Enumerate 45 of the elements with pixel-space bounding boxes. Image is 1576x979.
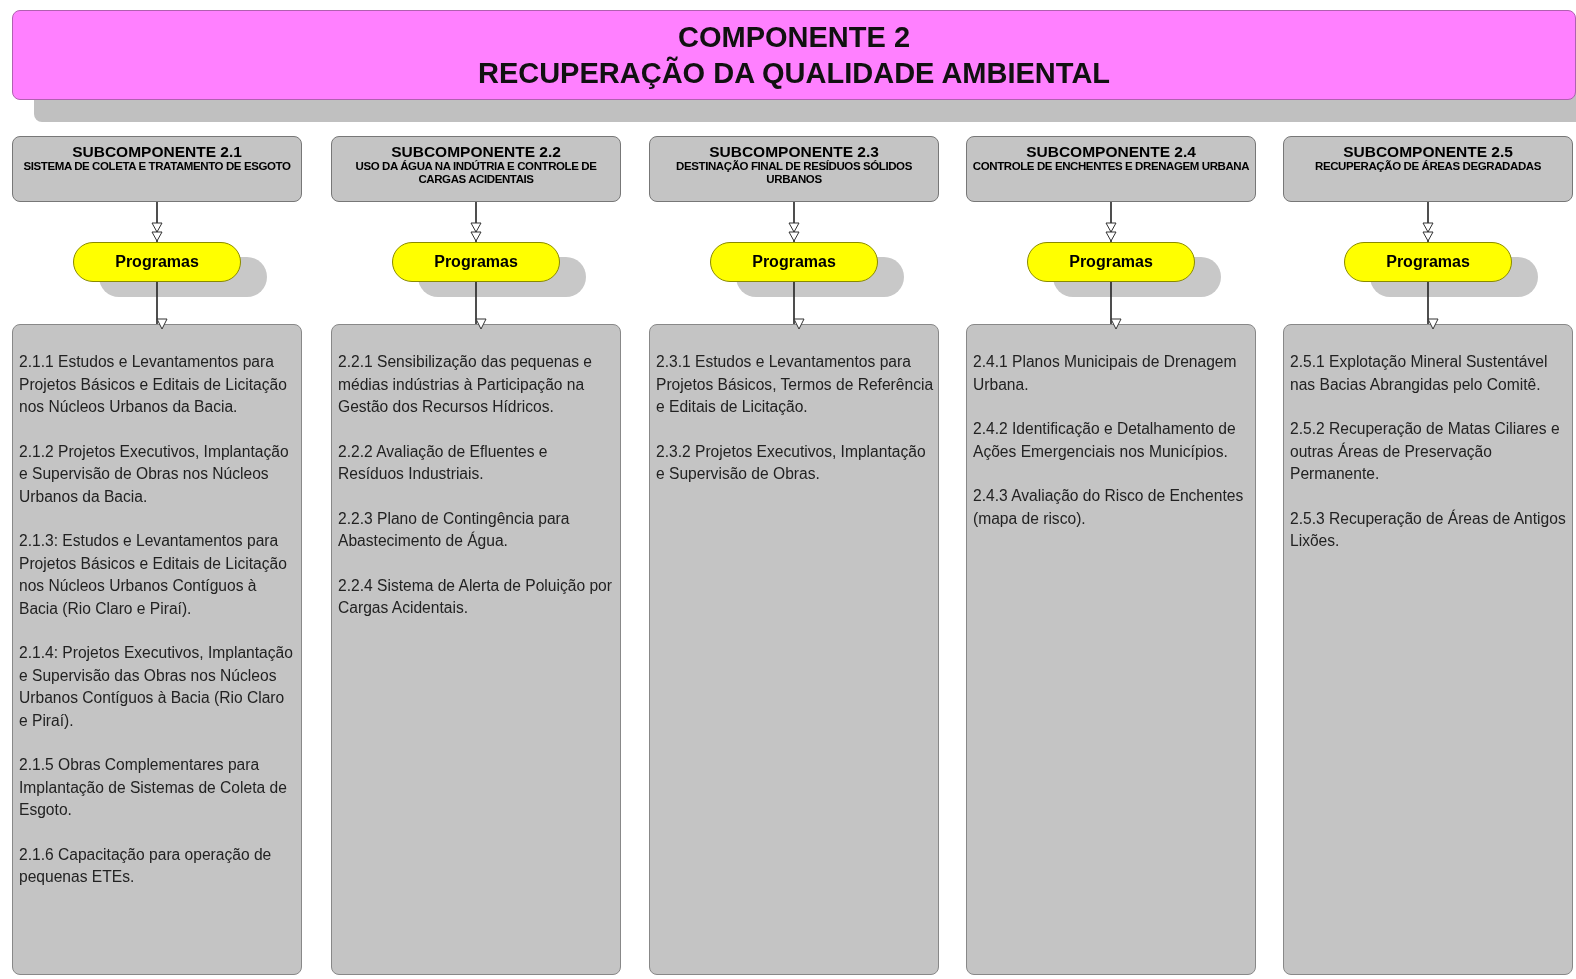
arrow — [793, 281, 805, 330]
program-item: 2.1.6 Capacitação para operação de pequenas ETEs. — [19, 844, 273, 887]
program-item: 2.3.1 Estudos e Levantamentos para Projetos Básicos, Termos de Referência e Editais de Licitação. — [656, 352, 934, 417]
subcomponent-box — [1283, 136, 1573, 202]
subcomponent-heading: SUBCOMPONENTE 2.4 — [1025, 143, 1197, 160]
program-item: 2.1.2 Projetos Executivos, Implantação e Supervisão de Obras nos Núcleos Urbanos da Bacia. — [19, 441, 290, 507]
program-item: 2.4.3 Avaliação do Risco de Enchentes (mapa de risco). — [973, 486, 1245, 529]
program-list-box — [331, 324, 621, 975]
arrow — [156, 281, 168, 330]
subcomponent-subtitle: USO DA ÁGUA NA INDÚTRIA E CONTROLE DE CARGAS ACIDENTAIS — [354, 160, 598, 186]
subcomponent-subtitle: CONTROLE DE ENCHENTES E DRENAGEM URBANA — [971, 160, 1251, 173]
program-item: 2.1.4: Projetos Executivos, Implantação e Supervisão das Obras nos Núcleos Urbanos Contíguos à Bacia (Rio Claro e Piraí). — [19, 643, 294, 731]
program-item: 2.2.3 Plano de Contingência para Abastecimento de Água. — [338, 508, 571, 551]
subcomponent-box — [649, 136, 939, 202]
subcomponent-box — [12, 136, 302, 202]
program-item: 2.2.4 Sistema de Alerta de Poluição por Cargas Acidentais. — [338, 575, 613, 618]
program-item: 2.1.3: Estudos e Levantamentos para Projetos Básicos e Editais de Licitação nos Núcleos Urbanos Contíguos à Bacia (Rio Claro e Piraí). — [19, 531, 288, 619]
subcomponent-box — [966, 136, 1256, 202]
arrow — [1427, 281, 1439, 330]
subcomponent-subtitle: DESTINAÇÃO FINAL DE RESÍDUOS SÓLIDOS URBANOS — [675, 160, 913, 186]
subcomponent-subtitle: SISTEMA DE COLETA E TRATAMENTO DE ESGOTO — [22, 160, 292, 173]
program-item: 2.5.1 Explotação Mineral Sustentável nas Bacias Abrangidas pelo Comitê. — [1290, 352, 1549, 395]
subcomponent-heading: SUBCOMPONENTE 2.1 — [71, 143, 243, 160]
program-item: 2.1.5 Obras Complementares para Implantação de Sistemas de Coleta de Esgoto. — [19, 755, 288, 820]
program-list-box — [966, 324, 1256, 975]
program-item: 2.4.1 Planos Municipais de Drenagem Urbana. — [973, 352, 1238, 395]
program-list-box — [1283, 324, 1573, 975]
subcomponent-heading: SUBCOMPONENTE 2.2 — [390, 143, 562, 160]
program-item: 2.4.2 Identificação e Detalhamento de Ações Emergenciais nos Municípios. — [973, 419, 1237, 462]
program-item: 2.1.1 Estudos e Levantamentos para Projetos Básicos e Editais de Licitação nos Núcleos Urbanos da Bacia. — [19, 352, 288, 417]
program-list-box — [649, 324, 939, 975]
title-text: RECUPERAÇÃO DA QUALIDADE AMBIENTAL — [477, 55, 1111, 91]
program-item: 2.2.1 Sensibilização das pequenas e médias indústrias à Participação na Gestão dos Recursos Hídricos. — [338, 352, 593, 417]
program-item: 2.5.2 Recuperação de Matas Ciliares e outras Áreas de Preservação Permanente. — [1290, 419, 1561, 484]
subcomponent-subtitle: RECUPERAÇÃO DE ÁREAS DEGRADADAS — [1314, 160, 1542, 173]
arrow — [475, 281, 487, 330]
program-item: 2.2.2 Avaliação de Efluentes e Resíduos Industriais. — [338, 441, 549, 484]
program-list-box — [12, 324, 302, 975]
subcomponent-heading: SUBCOMPONENTE 2.3 — [708, 143, 880, 160]
program-item: 2.5.3 Recuperação de Áreas de Antigos Lixões. — [1290, 508, 1567, 551]
subcomponent-heading: SUBCOMPONENTE 2.5 — [1342, 143, 1514, 160]
program-item: 2.3.2 Projetos Executivos, Implantação e Supervisão de Obras. — [656, 441, 927, 484]
subcomponent-box — [331, 136, 621, 202]
arrow — [1110, 281, 1122, 330]
title-text: COMPONENTE 2 — [678, 20, 910, 55]
